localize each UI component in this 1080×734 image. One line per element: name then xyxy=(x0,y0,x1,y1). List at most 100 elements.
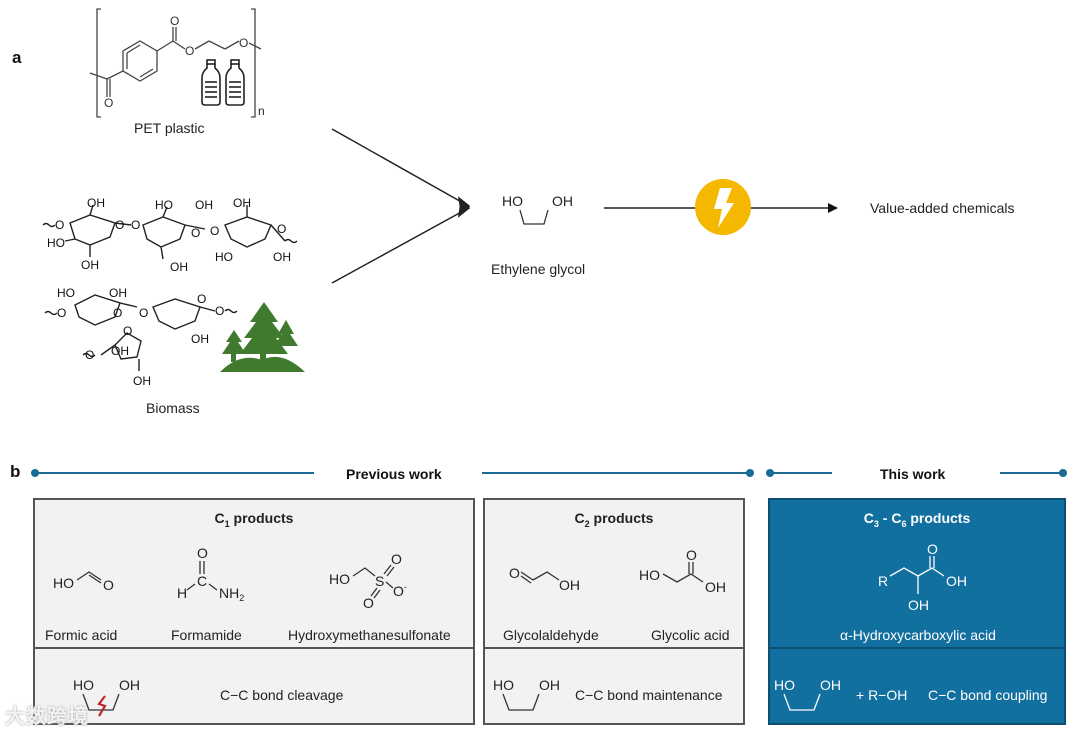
svg-text:OH: OH xyxy=(908,597,929,613)
c1-divider xyxy=(35,647,473,649)
svg-text:OH: OH xyxy=(820,677,841,693)
svg-text:O: O xyxy=(55,218,64,232)
c3-c6-products-box: C3 - C6 products R O OH OH α-Hydroxycarb… xyxy=(768,498,1066,725)
timeline-line-previous-left xyxy=(36,472,314,474)
timeline-dot-previous-end xyxy=(746,469,754,477)
compound-label-formamide: Formamide xyxy=(171,627,242,643)
svg-text:OH: OH xyxy=(109,286,127,300)
svg-text:O: O xyxy=(239,36,248,50)
glycolaldehyde-structure: O OH xyxy=(509,565,580,593)
compound-label-formic-acid: Formic acid xyxy=(45,627,118,643)
svg-text:OH: OH xyxy=(111,344,129,358)
svg-text:O: O xyxy=(123,324,132,338)
c3-c6-box-title: C3 - C6 products xyxy=(863,510,971,529)
hydroxymethanesulfonate-structure: HO S O O O- xyxy=(329,551,407,610)
compound-label-glycolaldehyde: Glycolaldehyde xyxy=(503,627,599,643)
svg-text:O: O xyxy=(215,304,224,318)
svg-text:C: C xyxy=(197,573,207,589)
formic-acid-structure: HO O xyxy=(53,571,114,593)
alpha-hydroxycarboxylic-acid-structure: R O OH OH xyxy=(878,542,967,613)
c1-products-box: C1 products HO O O C H NH2 HO S O O O- F… xyxy=(33,498,475,725)
converging-arrows xyxy=(331,128,471,284)
svg-text:NH2: NH2 xyxy=(219,585,244,603)
svg-text:O: O xyxy=(197,545,208,561)
svg-text:OH: OH xyxy=(133,374,151,388)
svg-text:O: O xyxy=(113,306,122,320)
pet-structure: O O O O xyxy=(89,8,262,118)
svg-text:R: R xyxy=(878,573,888,589)
c3-bottom-label: C−C bond coupling xyxy=(928,687,1048,703)
svg-text:O: O xyxy=(170,14,179,28)
svg-text:O-: O- xyxy=(393,582,407,599)
pet-caption: PET plastic xyxy=(134,120,205,136)
svg-text:OH: OH xyxy=(87,196,105,210)
svg-text:O: O xyxy=(103,577,114,593)
svg-text:O: O xyxy=(363,595,374,610)
bond-cleavage-mark xyxy=(97,695,107,717)
svg-text:OH: OH xyxy=(559,577,580,593)
panel-a-label: a xyxy=(12,48,22,67)
svg-text:O: O xyxy=(686,547,697,563)
c1-bottom-label: C−C bond cleavage xyxy=(220,687,344,703)
ethylene-glycol-bonds xyxy=(519,209,549,225)
svg-text:O: O xyxy=(57,306,66,320)
eg-oh: OH xyxy=(552,193,573,209)
watermark: 大数跨境 xyxy=(5,706,89,728)
svg-text:HO: HO xyxy=(329,571,350,587)
compound-label-alpha-hydroxycarboxylic-acid: α-Hydroxycarboxylic acid xyxy=(840,627,996,643)
svg-text:HO: HO xyxy=(639,567,660,583)
svg-text:HO: HO xyxy=(774,677,795,693)
formamide-structure: O C H NH2 xyxy=(177,545,244,603)
c2-bottom-label: C−C bond maintenance xyxy=(575,687,723,703)
eg-cleavage-structure: HO OH xyxy=(73,677,140,717)
svg-text:O: O xyxy=(927,542,938,557)
compound-label-hydroxymethanesulfonate: Hydroxymethanesulfonate xyxy=(288,627,451,643)
svg-text:HO: HO xyxy=(57,286,75,300)
svg-text:HO: HO xyxy=(73,677,94,693)
svg-text:HO: HO xyxy=(53,575,74,591)
svg-text:OH: OH xyxy=(273,250,291,264)
svg-text:O: O xyxy=(197,292,206,306)
svg-text:HO: HO xyxy=(493,677,514,693)
timeline-dot-start xyxy=(31,469,39,477)
plastic-bottles-icon xyxy=(201,59,245,106)
forest-trees-icon xyxy=(220,302,305,372)
svg-text:OH: OH xyxy=(705,579,726,595)
svg-text:O: O xyxy=(391,551,402,567)
c3-bottom-reagent: + R−OH xyxy=(856,687,908,703)
pet-repeat-subscript: n xyxy=(258,104,265,118)
svg-text:OH: OH xyxy=(191,332,209,346)
c1-box-title: C1 products xyxy=(214,510,294,529)
svg-text:OH: OH xyxy=(170,260,188,274)
eg-maintenance-structure: HO OH xyxy=(493,677,560,711)
svg-text:OH: OH xyxy=(119,677,140,693)
svg-text:O: O xyxy=(191,226,200,240)
svg-text:O: O xyxy=(185,44,194,58)
svg-text:O: O xyxy=(115,218,124,232)
ethylene-glycol-caption: Ethylene glycol xyxy=(491,261,586,277)
svg-text:S: S xyxy=(375,573,384,589)
timeline-line-previous-right xyxy=(482,472,750,474)
svg-text:O: O xyxy=(277,222,286,236)
timeline-line-this-right xyxy=(1000,472,1062,474)
svg-text:OH: OH xyxy=(195,198,213,212)
c3-divider xyxy=(770,647,1064,649)
svg-text:H: H xyxy=(177,585,187,601)
svg-text:O: O xyxy=(139,306,148,320)
timeline-dot-this-end xyxy=(1059,469,1067,477)
glycolic-acid-structure: HO O OH xyxy=(639,547,726,595)
svg-text:O: O xyxy=(104,96,113,110)
biomass-structure: O OH HO OH O O HO OH OH O O OH HO OH O H… xyxy=(42,196,298,388)
svg-text:HO: HO xyxy=(47,236,65,250)
this-work-title: This work xyxy=(880,466,946,482)
svg-text:O: O xyxy=(509,565,520,581)
svg-text:HO: HO xyxy=(215,250,233,264)
svg-text:O: O xyxy=(131,218,140,232)
previous-work-title: Previous work xyxy=(346,466,442,482)
svg-text:HO: HO xyxy=(155,198,173,212)
eg-ho: HO xyxy=(502,193,523,209)
svg-text:OH: OH xyxy=(81,258,99,272)
c2-products-box: C2 products O OH HO O OH Glycolaldehyde … xyxy=(483,498,745,725)
lightning-bolt-icon xyxy=(695,179,751,235)
svg-text:OH: OH xyxy=(539,677,560,693)
